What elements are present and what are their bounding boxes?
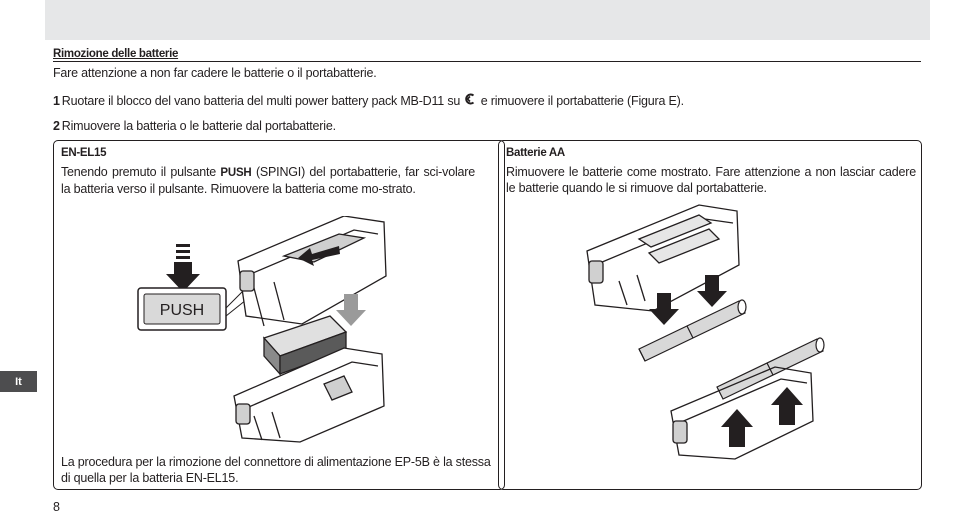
page-number: 8 [53, 500, 60, 514]
aa-holder-bottom [670, 366, 814, 460]
remove-down-arrow-icon [336, 294, 366, 326]
box-title: Batterie AA [506, 147, 565, 159]
push-button-icon: PUSH [137, 287, 247, 331]
box-title: EN-EL15 [61, 147, 107, 159]
section-heading: Rimozione delle batterie [53, 48, 921, 62]
step-text-after: e rimuovere il portabatterie (Figura E). [480, 94, 684, 108]
aa-up-arrow-1-icon [721, 409, 753, 447]
aa-up-arrow-2-icon [771, 387, 803, 425]
step-number: 2 [53, 119, 60, 133]
en-el15-box: EN-EL15 Tenendo premuto il pulsante PUSH… [53, 140, 505, 490]
aa-battery-pair-upper [638, 299, 747, 362]
aa-down-arrow-1-icon [649, 293, 679, 325]
step-number: 1 [53, 94, 60, 108]
en-el15-removal-illustration: PUSH [137, 216, 387, 443]
box-instructions: Tenendo premuto il pulsante PUSH (SPINGI… [61, 164, 475, 197]
step-text: Ruotare il blocco del vano batteria del … [61, 94, 461, 108]
aa-holder-top [586, 204, 740, 312]
aa-batteries-box: Batterie AA Rimuovere le batterie come m… [498, 140, 922, 490]
battery-holder-bottom [233, 347, 385, 443]
release-dial-icon [464, 93, 476, 108]
slide-left-arrow-icon [298, 246, 340, 266]
header-band [45, 0, 930, 40]
push-arrow-icon [166, 244, 200, 292]
step-text: Rimuovere la batteria o le batterie dal … [61, 119, 336, 133]
language-tab: It [0, 371, 37, 392]
intro-text: Fare attenzione a non far cadere le batt… [53, 66, 377, 80]
box-note: La procedura per la rimozione del connet… [61, 455, 491, 485]
instruction-text-after: (SPINGI) del portabatterie, far sci-vola… [61, 165, 475, 196]
aa-removal-illustration [586, 204, 825, 460]
push-word: PUSH [220, 167, 252, 179]
aa-down-arrow-2-icon [697, 275, 727, 307]
instruction-text: Tenendo premuto il pulsante [61, 165, 216, 179]
box-instructions: Rimuovere le batterie come mostrato. Far… [506, 165, 916, 195]
en-el15-battery [262, 315, 348, 376]
battery-holder-top [237, 216, 387, 327]
push-label: PUSH [160, 302, 204, 319]
